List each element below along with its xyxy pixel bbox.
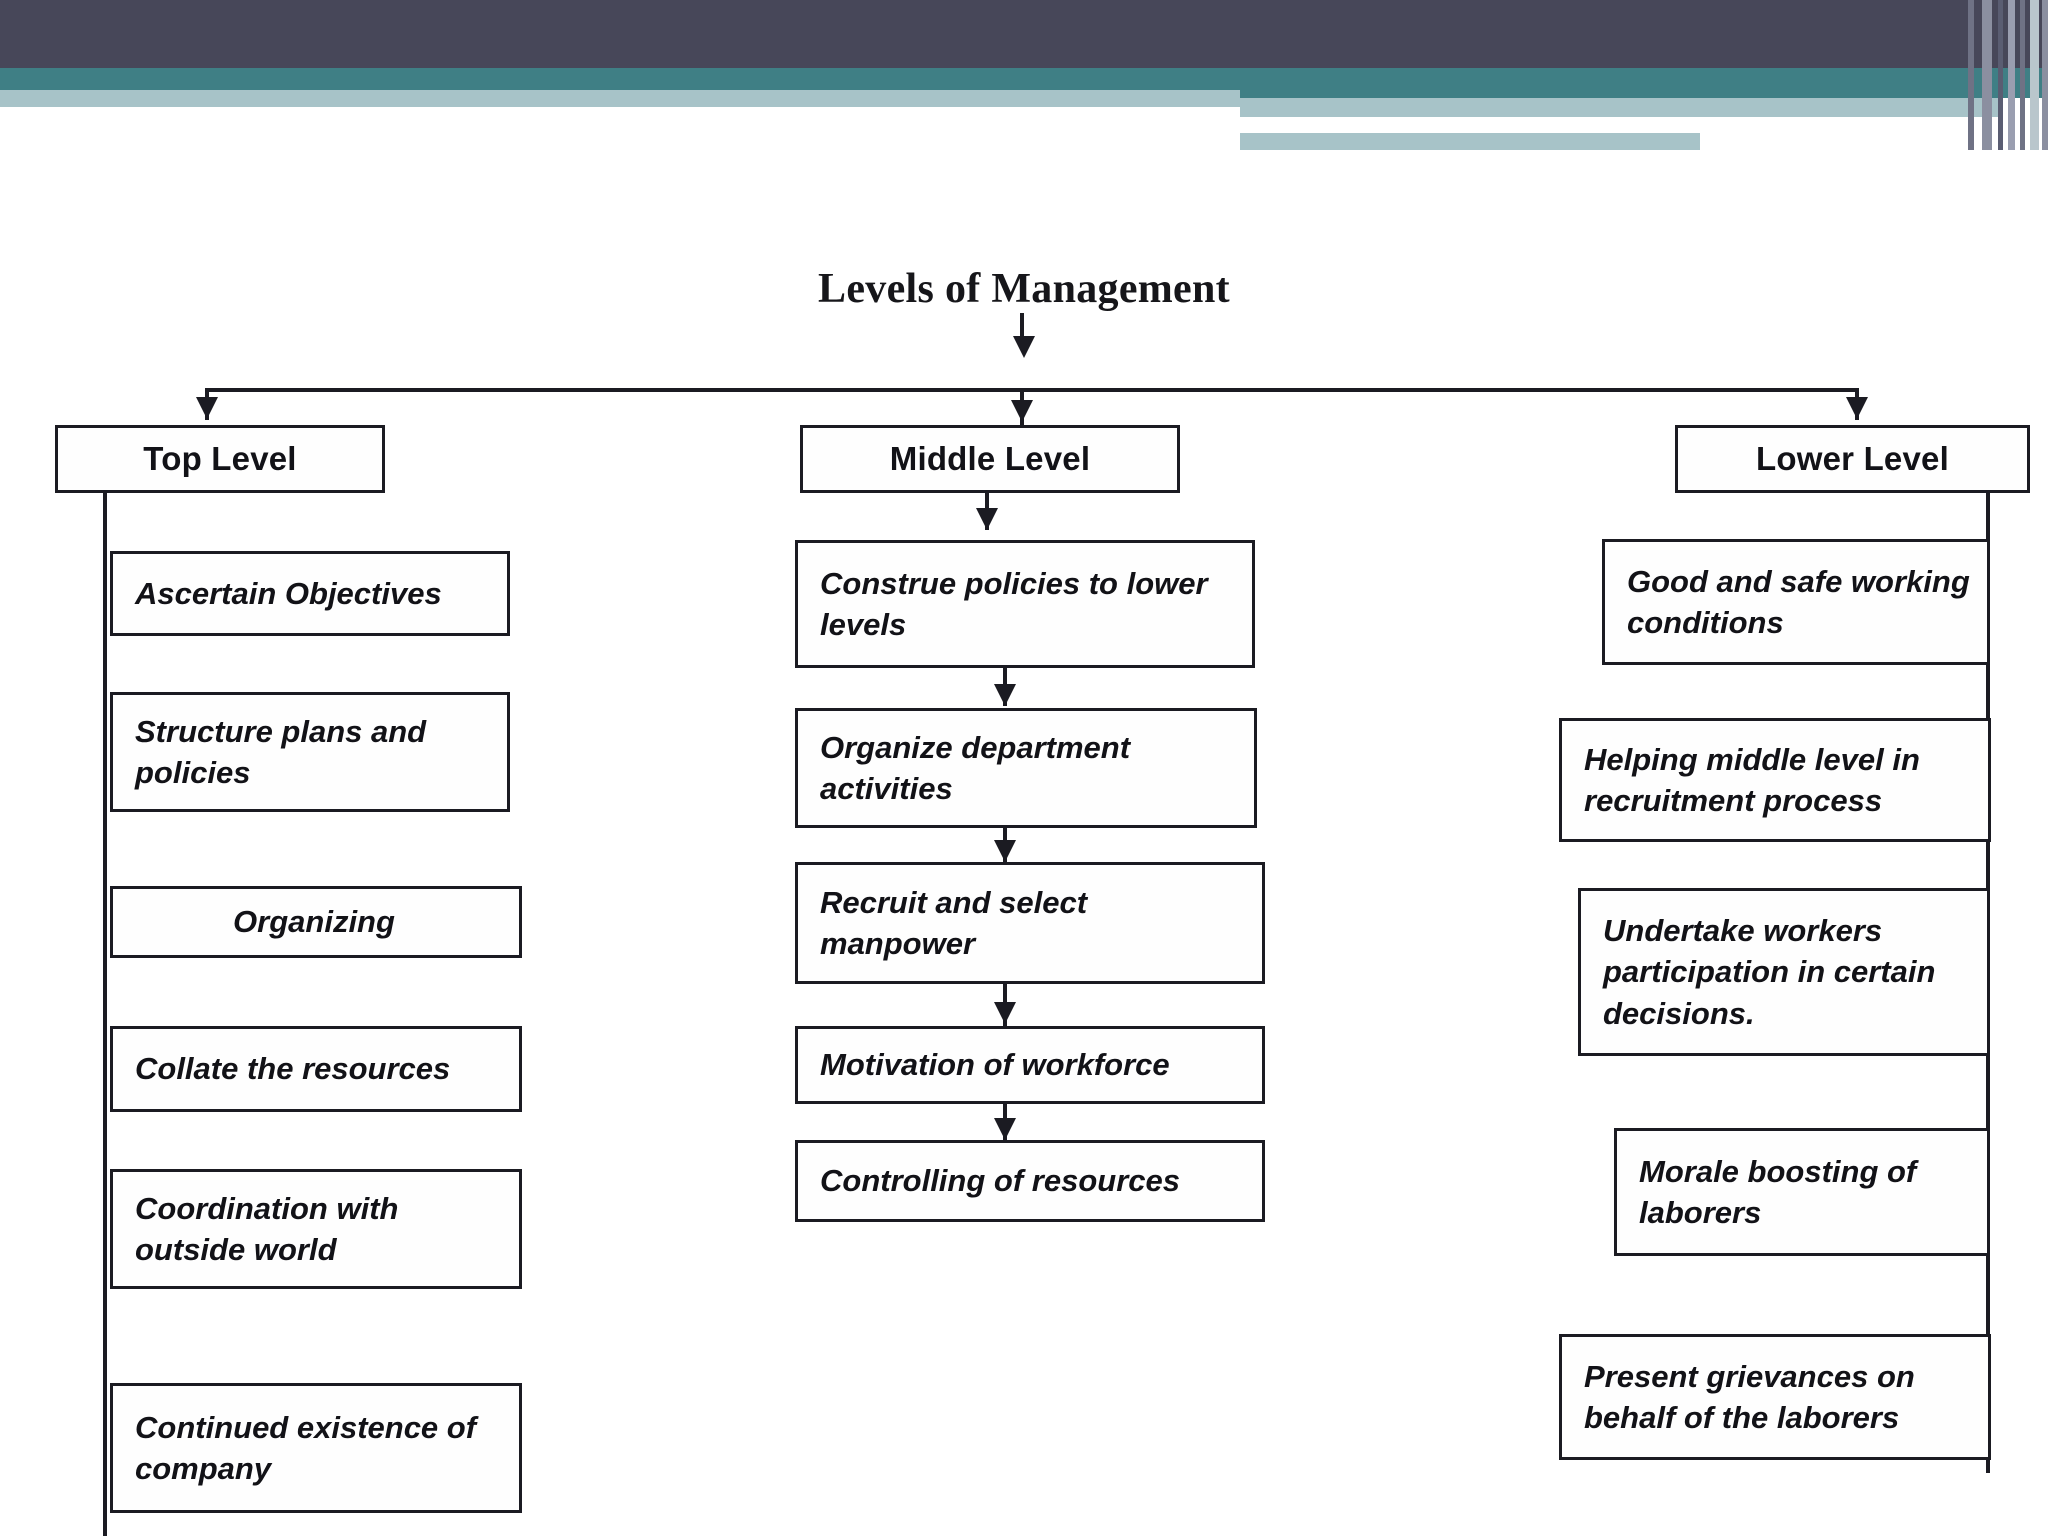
banner-band-pale-1 bbox=[0, 90, 1240, 107]
top-level-spine bbox=[103, 493, 107, 1536]
top-level-item-6[interactable]: Continued existence of company bbox=[110, 1383, 522, 1513]
middle-level-item-3[interactable]: Recruit and select manpower bbox=[795, 862, 1265, 984]
page-title: Levels of Management bbox=[818, 266, 1230, 312]
branch-arrowhead-lower bbox=[1846, 397, 1868, 419]
middle-level-item-4[interactable]: Motivation of workforce bbox=[795, 1026, 1265, 1104]
header-label-lower-level: Lower Level bbox=[1756, 440, 1949, 478]
top-level-item-1-label: Ascertain Objectives bbox=[135, 575, 442, 611]
banner-stripe-5 bbox=[2020, 0, 2025, 150]
top-level-item-3[interactable]: Organizing bbox=[110, 886, 522, 958]
middle-arrowhead-0 bbox=[976, 508, 998, 530]
branch-arrowhead-top bbox=[196, 397, 218, 419]
header-box-top-level[interactable]: Top Level bbox=[55, 425, 385, 493]
top-level-item-3-label: Organizing bbox=[233, 904, 395, 940]
top-level-item-2-label: Structure plans and policies bbox=[135, 713, 427, 790]
branch-bar bbox=[205, 388, 1857, 392]
header-box-middle-level[interactable]: Middle Level bbox=[800, 425, 1180, 493]
top-level-item-1[interactable]: Ascertain Objectives bbox=[110, 551, 510, 636]
lower-level-item-4-label: Morale boosting of laborers bbox=[1639, 1153, 1917, 1230]
top-level-item-4-label: Collate the resources bbox=[135, 1051, 451, 1087]
banner-band-pale-3 bbox=[1240, 117, 1940, 133]
branch-arrowhead-middle bbox=[1011, 400, 1033, 422]
banner-stripe-3 bbox=[1998, 0, 2003, 150]
decorative-header-banner bbox=[0, 0, 2048, 150]
top-level-item-4[interactable]: Collate the resources bbox=[110, 1026, 522, 1112]
lower-level-item-1-label: Good and safe working conditions bbox=[1627, 563, 1970, 640]
middle-level-item-1[interactable]: Construe policies to lower levels bbox=[795, 540, 1255, 668]
banner-stripe-7 bbox=[2042, 0, 2048, 150]
middle-arrowhead-2 bbox=[994, 840, 1016, 862]
lower-level-item-1[interactable]: Good and safe working conditions bbox=[1602, 539, 1990, 665]
banner-stripe-4 bbox=[2008, 0, 2015, 150]
middle-arrowhead-3 bbox=[994, 1002, 1016, 1024]
banner-stripe-1 bbox=[1968, 0, 1974, 150]
lower-level-item-4[interactable]: Morale boosting of laborers bbox=[1614, 1128, 1990, 1256]
top-level-item-5-label: Coordination with outside world bbox=[135, 1190, 399, 1267]
middle-level-item-3-label: Recruit and select manpower bbox=[820, 884, 1088, 961]
banner-band-dark bbox=[0, 0, 2048, 68]
top-level-item-5[interactable]: Coordination with outside world bbox=[110, 1169, 522, 1289]
lower-level-item-5[interactable]: Present grievances on behalf of the labo… bbox=[1559, 1334, 1991, 1460]
header-label-top-level: Top Level bbox=[143, 440, 297, 478]
banner-band-pale-5 bbox=[1700, 133, 2048, 150]
header-box-lower-level[interactable]: Lower Level bbox=[1675, 425, 2030, 493]
top-level-item-2[interactable]: Structure plans and policies bbox=[110, 692, 510, 812]
middle-arrowhead-1 bbox=[994, 684, 1016, 706]
lower-level-item-2[interactable]: Helping middle level in recruitment proc… bbox=[1559, 718, 1991, 842]
root-stem-line bbox=[1020, 313, 1024, 341]
banner-stripe-6 bbox=[2030, 0, 2039, 150]
root-stem-arrowhead bbox=[1013, 336, 1035, 358]
banner-band-pale-2 bbox=[1240, 98, 2000, 117]
lower-level-item-3[interactable]: Undertake workers participation in certa… bbox=[1578, 888, 1990, 1056]
banner-band-pale-4 bbox=[1240, 133, 1700, 150]
middle-level-item-2[interactable]: Organize department activities bbox=[795, 708, 1257, 828]
lower-level-item-2-label: Helping middle level in recruitment proc… bbox=[1584, 741, 1920, 818]
middle-arrowhead-4 bbox=[994, 1118, 1016, 1140]
lower-level-item-3-label: Undertake workers participation in certa… bbox=[1603, 913, 1936, 1031]
lower-level-item-5-label: Present grievances on behalf of the labo… bbox=[1584, 1358, 1915, 1435]
middle-level-item-2-label: Organize department activities bbox=[820, 729, 1131, 806]
banner-stripe-2 bbox=[1982, 0, 1992, 150]
header-label-middle-level: Middle Level bbox=[889, 440, 1091, 478]
middle-level-item-1-label: Construe policies to lower levels bbox=[820, 565, 1208, 642]
middle-level-item-5[interactable]: Controlling of resources bbox=[795, 1140, 1265, 1222]
middle-level-item-5-label: Controlling of resources bbox=[820, 1163, 1180, 1199]
top-level-item-6-label: Continued existence of company bbox=[135, 1409, 477, 1486]
middle-level-item-4-label: Motivation of workforce bbox=[820, 1047, 1170, 1083]
